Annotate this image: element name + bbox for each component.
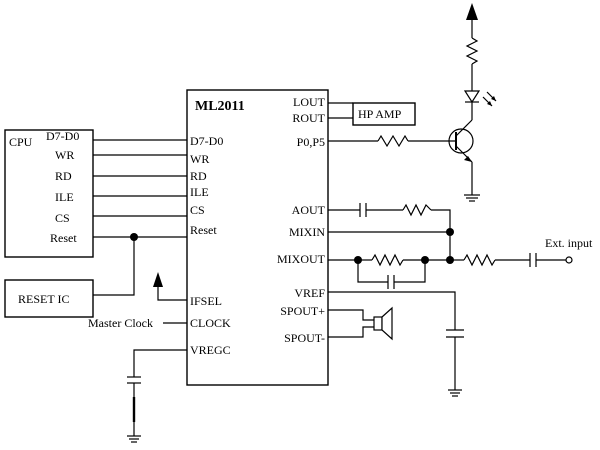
pin-rout: ROUT — [292, 111, 325, 125]
cpu-block — [4, 129, 94, 258]
pin-vregc: VREGC — [190, 343, 231, 357]
speaker-icon — [328, 306, 393, 341]
pin-ifsel: IFSEL — [190, 294, 222, 308]
led-driver-circuit — [328, 3, 497, 202]
aout-network — [328, 203, 451, 260]
pin-p0-p5: P0,P5 — [297, 135, 325, 149]
pin-mixin: MIXIN — [289, 225, 325, 239]
master-clock-label: Master Clock — [88, 316, 153, 330]
cpu-label: CPU — [9, 135, 33, 149]
pin-cs: CS — [190, 203, 205, 217]
reset-ic-wire — [93, 237, 135, 296]
cpu-pin-wr: WR — [55, 148, 74, 162]
ml2011-chip — [186, 89, 329, 386]
cpu-pin-cs: CS — [55, 211, 70, 225]
mix-network — [328, 228, 573, 289]
pin-spout-plus: SPOUT+ — [280, 304, 325, 318]
pin-lout: LOUT — [293, 95, 326, 109]
pin-mixout: MIXOUT — [277, 252, 326, 266]
hp-amp-block — [352, 102, 416, 126]
cpu-bus-wires — [93, 139, 187, 238]
pin-wr: WR — [190, 152, 209, 166]
ifsel-vcc-arrow-icon — [153, 272, 187, 301]
reset-ic-label: RESET IC — [18, 292, 69, 306]
vcc-arrow-icon — [466, 3, 478, 20]
pin-clock: CLOCK — [190, 316, 231, 330]
vregc-capacitor-icon — [127, 349, 187, 443]
cpu-pin-reset: Reset — [50, 231, 77, 245]
pin-rd: RD — [190, 169, 207, 183]
pin-reset: Reset — [190, 223, 217, 237]
ext-input-label: Ext. input — [545, 236, 593, 250]
cpu-pin-rd: RD — [55, 169, 72, 183]
cpu-pin-d7-d0: D7-D0 — [46, 129, 79, 143]
chip-name: ML2011 — [195, 99, 245, 114]
pin-aout: AOUT — [292, 203, 326, 217]
vref-capacitor-icon — [328, 291, 464, 397]
pin-ile: ILE — [190, 185, 209, 199]
pin-vref: VREF — [294, 286, 325, 300]
pin-d7-d0: D7-D0 — [190, 134, 223, 148]
hp-amp-label: HP AMP — [358, 107, 402, 121]
pin-spout-minus: SPOUT- — [284, 331, 325, 345]
reset-ic-block — [4, 279, 94, 318]
cpu-pin-ile: ILE — [55, 190, 74, 204]
